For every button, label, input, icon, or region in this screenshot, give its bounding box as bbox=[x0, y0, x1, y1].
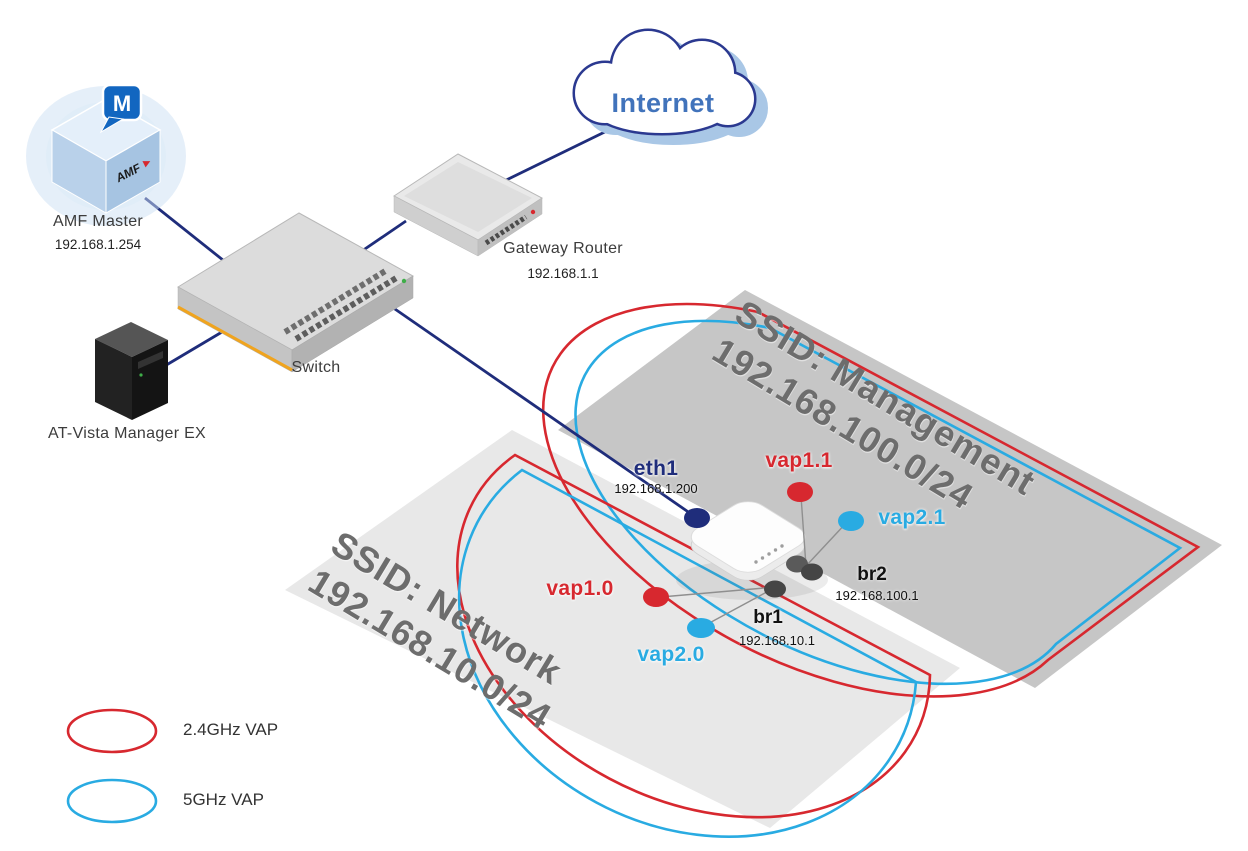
node-eth1 bbox=[684, 508, 710, 528]
legend-5ghz-label: 5GHz VAP bbox=[183, 790, 264, 809]
amf-master-ip: 192.168.1.254 bbox=[54, 237, 142, 252]
gateway-router-label: Gateway Router bbox=[503, 240, 623, 257]
node-br2 bbox=[801, 563, 823, 581]
switch-ports-row1 bbox=[294, 274, 400, 342]
legend-24ghz-ellipse bbox=[66, 708, 158, 754]
switch-status-led bbox=[401, 278, 407, 284]
vista-manager-label: AT-Vista Manager EX bbox=[47, 425, 207, 442]
br1-ip: 192.168.10.1 bbox=[739, 633, 815, 648]
node-vap2-1 bbox=[838, 511, 864, 531]
legend-24ghz-label: 2.4GHz VAP bbox=[183, 720, 279, 739]
node-vap2-0 bbox=[687, 618, 715, 638]
switch-accent-stripe bbox=[177, 305, 293, 372]
gateway-router-ip: 192.168.1.1 bbox=[527, 266, 599, 281]
connector-br1-vap20 bbox=[701, 586, 777, 628]
internet-cloud: Internet bbox=[572, 28, 768, 145]
coverage-network-5ghz-outline bbox=[457, 468, 918, 838]
vista-front-panel bbox=[138, 351, 163, 369]
access-point-device bbox=[676, 501, 828, 600]
switch-device bbox=[177, 212, 414, 373]
coverage-management-24ghz-outline bbox=[541, 302, 1201, 698]
amf-master-label: AMF Master bbox=[52, 213, 144, 230]
vap2-0-label: vap2.0 bbox=[637, 643, 705, 666]
node-vap1-0 bbox=[643, 587, 669, 607]
coverage-network-24ghz-outline bbox=[456, 453, 932, 819]
router-status-led bbox=[530, 209, 536, 215]
internet-label: Internet bbox=[611, 88, 714, 118]
br2-label: br2 bbox=[857, 564, 887, 585]
vista-power-led bbox=[139, 373, 143, 377]
amf-badge-tail bbox=[99, 116, 125, 134]
zone-network-area bbox=[285, 430, 960, 828]
amf-master-device: AMF M bbox=[26, 83, 186, 226]
br1-label: br1 bbox=[753, 607, 783, 628]
link-internet-router bbox=[489, 124, 618, 190]
connector-br1-vap10 bbox=[660, 586, 777, 598]
zone-management-area bbox=[558, 290, 1222, 688]
amf-badge-letter: M bbox=[113, 91, 131, 116]
gateway-router-device bbox=[393, 153, 543, 257]
connector-br2-vap11 bbox=[800, 495, 807, 567]
node-vap1-1 bbox=[787, 482, 813, 502]
vista-manager-device bbox=[95, 322, 168, 420]
eth1-label: eth1 bbox=[633, 457, 679, 480]
vap2-1-label: vap2.1 bbox=[878, 506, 946, 529]
br2-ip: 192.168.100.1 bbox=[835, 588, 919, 603]
connector-br2-vap21 bbox=[805, 520, 849, 567]
router-ports bbox=[484, 214, 528, 246]
vap1-0-label: vap1.0 bbox=[546, 577, 614, 600]
switch-label: Switch bbox=[291, 359, 341, 376]
legend-5ghz-ellipse bbox=[66, 778, 158, 824]
ap-status-leds bbox=[754, 544, 784, 564]
switch-ports-row2 bbox=[283, 267, 389, 335]
coverage-management-5ghz-outline bbox=[574, 319, 1183, 686]
link-switch-ap-eth1 bbox=[391, 305, 698, 520]
eth1-ip: 192.168.1.200 bbox=[614, 481, 698, 496]
node-br1 bbox=[764, 580, 786, 598]
vap1-1-label: vap1.1 bbox=[765, 449, 833, 472]
